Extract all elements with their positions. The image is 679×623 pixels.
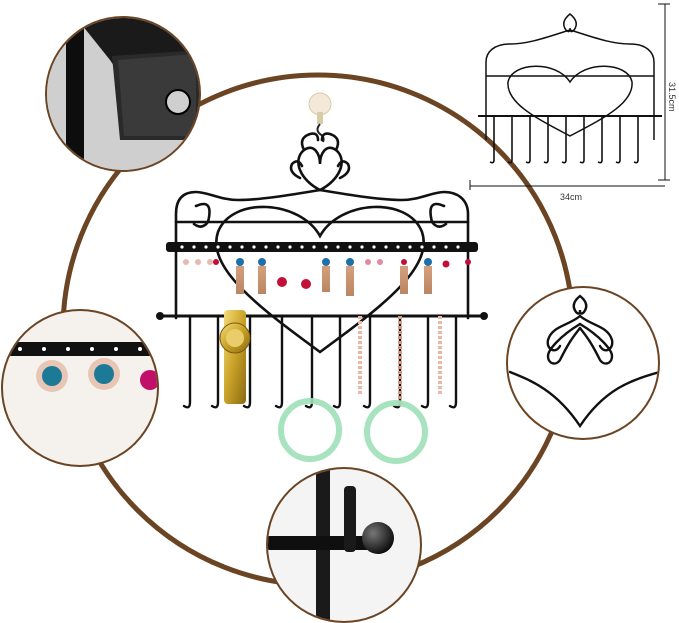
height-dimension-label: 31.5cm <box>667 82 677 112</box>
detail-circle-bar-end <box>266 467 422 623</box>
bracelets <box>358 316 442 406</box>
background-disc <box>66 78 570 582</box>
detail-circle-earrings <box>1 309 159 467</box>
suction-hook-icon <box>308 92 332 143</box>
green-bangle-right <box>364 400 428 464</box>
main-jewelry-rack <box>156 92 488 464</box>
width-dimension-label: 34cm <box>560 192 582 202</box>
detail-circle-mounting-hole <box>45 16 201 172</box>
green-bangle-left <box>278 398 342 462</box>
detail-circle-heart-scroll <box>506 286 660 440</box>
earrings <box>183 258 471 296</box>
dimension-arrow-icon <box>469 3 670 190</box>
wristwatch <box>219 310 251 404</box>
dimension-schematic <box>469 3 670 190</box>
